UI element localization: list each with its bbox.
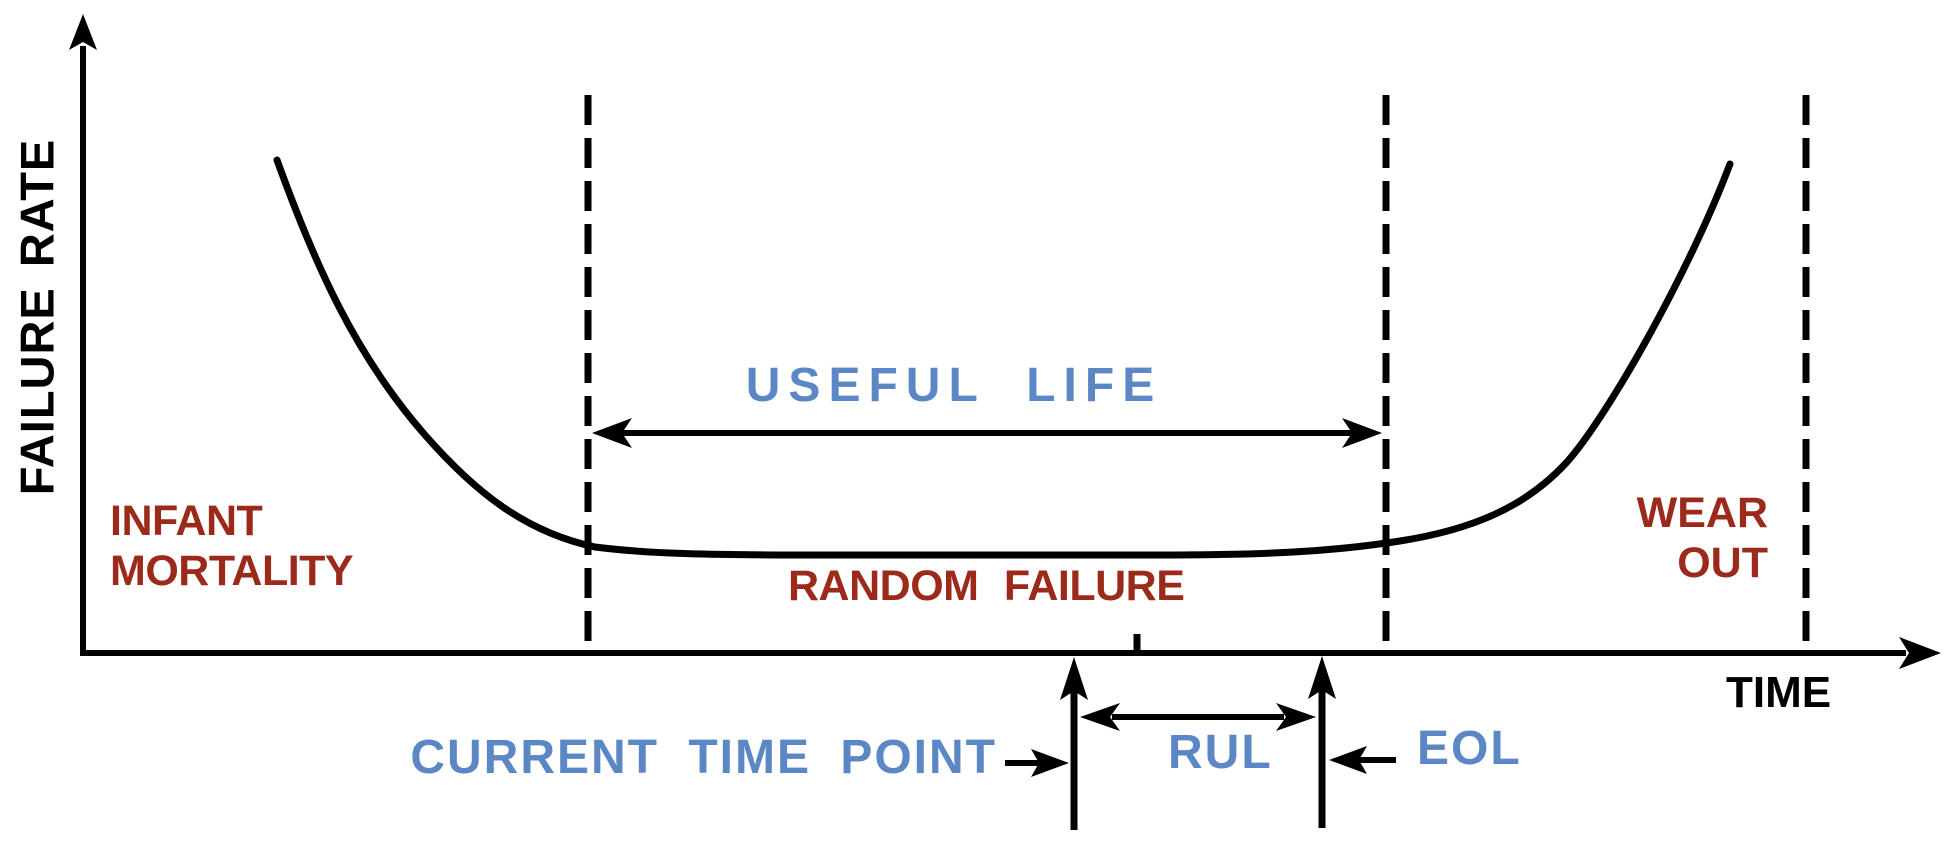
x-axis-label: TIME (1726, 668, 1832, 717)
random-failure-label: RANDOM FAILURE (788, 562, 1185, 610)
useful-life-label: USEFUL LIFE (745, 359, 1163, 412)
infant-mortality-label-line2: MORTALITY (110, 547, 354, 595)
current-time-pointer-arrowhead-icon (1031, 749, 1069, 777)
useful-life-arrowhead-left-icon (592, 418, 632, 448)
rul-arrowhead-right-icon (1276, 703, 1316, 731)
wear-out-label-line1: WEAR (1636, 489, 1768, 537)
failure-rate-curve (273, 156, 1734, 559)
eol-label: EOL (1417, 722, 1522, 775)
eol-marker-arrowhead-icon (1308, 656, 1336, 699)
wear-out-label-line2: OUT (1677, 539, 1768, 587)
current-time-marker-arrowhead-icon (1060, 657, 1088, 700)
rul-label: RUL (1168, 726, 1273, 779)
wear-out-label: WEAR OUT (1637, 488, 1768, 588)
eol-pointer-arrowhead-icon (1329, 746, 1367, 774)
infant-mortality-label-line1: INFANT (110, 497, 263, 545)
x-axis-arrowhead-icon (1899, 637, 1941, 669)
rul-arrowhead-left-icon (1080, 703, 1120, 731)
useful-life-arrowhead-right-icon (1342, 418, 1382, 448)
y-axis-arrowhead-icon (69, 14, 97, 50)
y-axis-label: FAILURE RATE (10, 138, 64, 496)
infant-mortality-label: INFANT MORTALITY (110, 496, 354, 596)
current-time-point-label: CURRENT TIME POINT (410, 731, 997, 784)
